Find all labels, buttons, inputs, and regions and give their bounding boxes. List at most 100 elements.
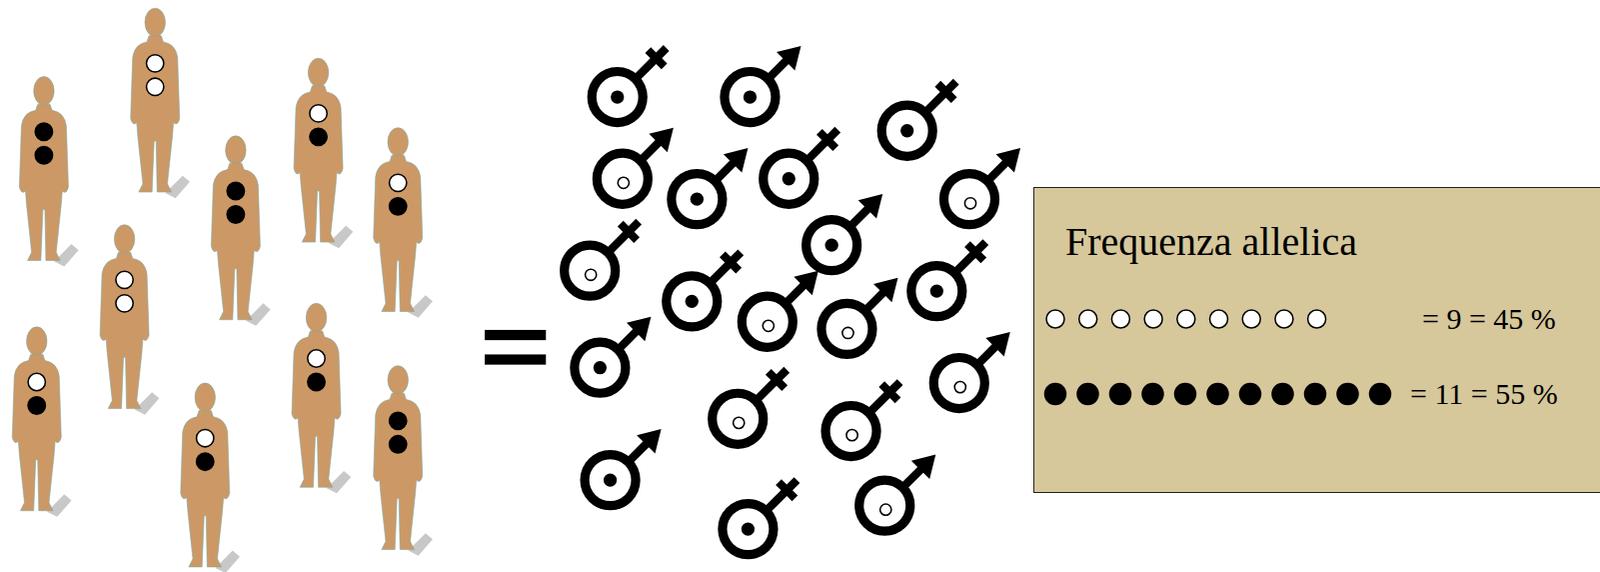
- black-allele: [825, 238, 839, 252]
- person-silhouette: [210, 135, 270, 326]
- gamete-ring: [911, 265, 963, 317]
- gamete-symbol: [712, 369, 788, 445]
- gamete-symbol: [821, 277, 899, 355]
- person-head: [387, 127, 408, 157]
- white-allele: [1308, 309, 1327, 328]
- black-allele: [196, 452, 214, 470]
- gamete-ring: [724, 71, 776, 123]
- gamete-ring: [574, 341, 626, 393]
- gamete-ring: [671, 173, 723, 225]
- gamete-symbol: [763, 129, 839, 205]
- gamete-pool: [564, 45, 1021, 555]
- gamete-arrow-head: [793, 270, 819, 296]
- gamete-arrow-head: [996, 147, 1022, 173]
- gamete-arrow-head: [858, 193, 884, 219]
- person-head: [144, 7, 165, 37]
- black-allele: [685, 294, 699, 308]
- gamete-symbol: [564, 221, 640, 297]
- person-body: [373, 392, 423, 549]
- white-allele: [1242, 309, 1261, 328]
- black-allele: [1370, 383, 1392, 405]
- white-allele: [309, 104, 327, 122]
- gamete-ring: [591, 71, 643, 123]
- white-allele: [846, 429, 858, 441]
- gamete-ring: [741, 295, 793, 347]
- gamete-ring: [806, 219, 858, 271]
- white-allele: [1079, 309, 1098, 328]
- gamete-cross-shaft: [766, 479, 798, 511]
- gamete-arrow-head: [636, 428, 662, 454]
- gamete-cross-shaft: [925, 81, 957, 113]
- black-allele: [1077, 383, 1099, 405]
- white-allele: [585, 268, 597, 280]
- white-allele: [1046, 309, 1065, 328]
- white-allele: [1144, 309, 1163, 328]
- equals-bar: [484, 353, 546, 364]
- white-allele: [617, 176, 629, 188]
- population: [11, 7, 433, 572]
- black-allele: [1207, 383, 1229, 405]
- equals-sign: [484, 329, 546, 365]
- gamete-arrow-head: [776, 45, 802, 71]
- white-allele: [842, 326, 854, 338]
- black-allele: [1272, 383, 1294, 405]
- white-allele: [146, 77, 164, 95]
- person-silhouette: [373, 365, 433, 556]
- person-silhouette: [373, 127, 433, 318]
- person-body: [18, 103, 68, 260]
- person-silhouette: [130, 7, 190, 198]
- gamete-cross-bar: [620, 223, 637, 240]
- black-allele: [743, 89, 757, 103]
- gamete-cross-bar: [722, 253, 739, 270]
- white-allele: [733, 416, 745, 428]
- gamete-ring: [596, 152, 648, 204]
- person-body: [210, 162, 260, 319]
- person-shadow: [214, 550, 240, 572]
- person-body: [293, 85, 343, 242]
- gamete-symbol: [596, 127, 674, 205]
- person-silhouette: [293, 57, 353, 248]
- white-allele: [880, 503, 892, 515]
- person-body: [180, 410, 230, 567]
- black-allele: [610, 89, 624, 103]
- gamete-symbol: [859, 454, 937, 532]
- gamete-symbol: [574, 316, 652, 394]
- black-allele: [34, 146, 52, 164]
- black-allele: [1110, 383, 1132, 405]
- white-allele: [1275, 309, 1294, 328]
- black-allele: [226, 205, 244, 223]
- person-head: [225, 135, 246, 165]
- person-head: [113, 224, 134, 254]
- black-allele: [226, 181, 244, 199]
- box-title: Frequenza allelica: [1065, 217, 1358, 266]
- gamete-symbol: [724, 45, 802, 123]
- person-head: [305, 302, 326, 332]
- frequency-value: = 9 = 45 %: [1422, 300, 1557, 337]
- white-allele: [1210, 309, 1229, 328]
- gamete-cross-bar: [881, 383, 898, 400]
- gamete-arrow-head: [873, 277, 899, 303]
- person-head: [387, 365, 408, 395]
- frequency-box: Frequenza allelica= 9 = 45 %= 11 = 55 %: [1033, 186, 1600, 493]
- gamete-symbol: [881, 81, 957, 157]
- black-allele: [389, 197, 407, 215]
- gamete-symbol: [825, 381, 901, 457]
- gamete-symbol: [671, 147, 749, 225]
- black-allele: [900, 123, 914, 137]
- black-allele: [1142, 383, 1164, 405]
- black-allele: [389, 435, 407, 453]
- gamete-symbol: [943, 147, 1021, 225]
- white-allele: [1111, 309, 1130, 328]
- white-allele: [196, 429, 214, 447]
- gamete-ring: [722, 503, 774, 555]
- black-allele: [389, 411, 407, 429]
- black-allele: [1045, 383, 1067, 405]
- gamete-symbol: [666, 251, 742, 327]
- gamete-symbol: [584, 428, 662, 506]
- black-allele: [34, 122, 52, 140]
- gamete-arrow-head: [911, 454, 937, 480]
- black-allele: [603, 472, 617, 486]
- gamete-cross-shaft: [869, 381, 901, 413]
- black-allele: [1305, 383, 1327, 405]
- gamete-ring: [859, 479, 911, 531]
